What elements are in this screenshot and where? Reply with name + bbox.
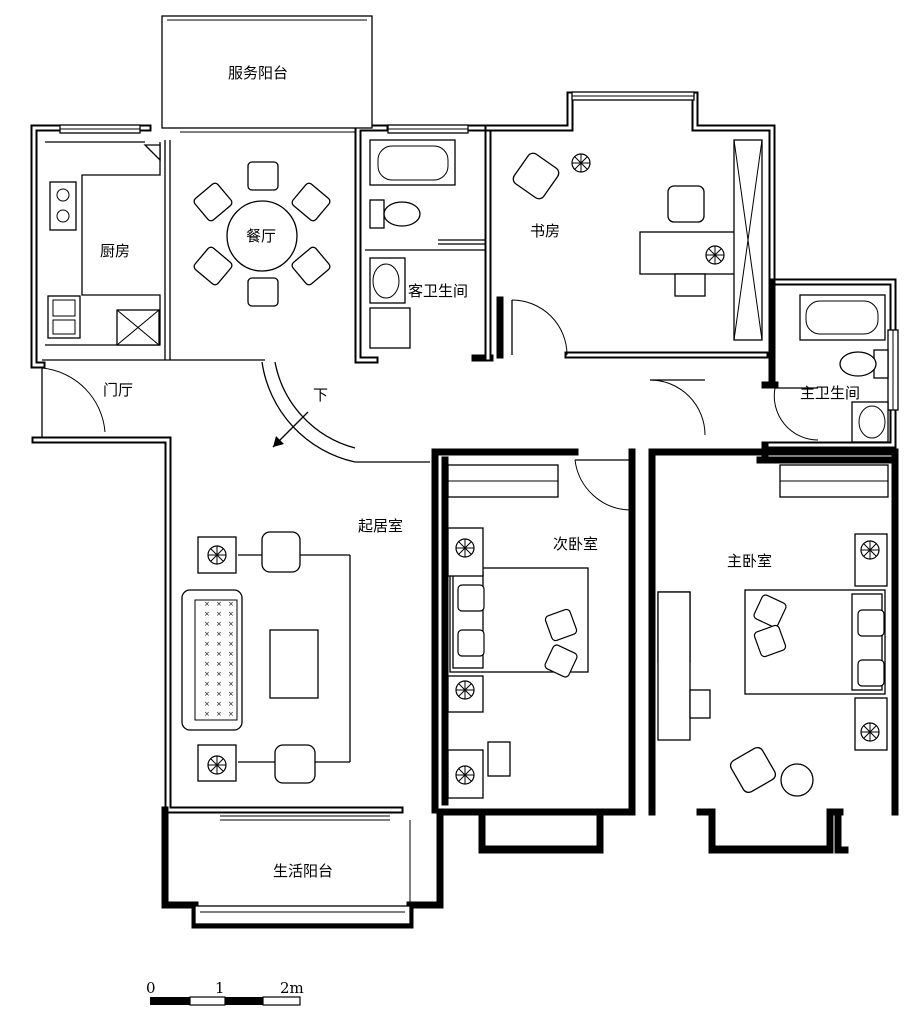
scale-segment-3 (225, 997, 263, 1005)
sofa-pattern-mark: × (228, 660, 234, 668)
sofa-pattern-mark: × (228, 710, 234, 718)
kitchen-fixtures (45, 141, 161, 346)
pillow-icon (753, 624, 787, 658)
doors (41, 140, 819, 511)
lamp-icon (207, 755, 227, 775)
sofa-pattern-mark: × (204, 630, 210, 638)
sofa-pattern-mark: × (228, 620, 234, 628)
scale-segment-4 (262, 996, 301, 1006)
lamp-icon (571, 153, 591, 173)
sofa-pattern-mark: × (228, 640, 234, 648)
label-dining: 餐厅 (246, 227, 276, 245)
sofa-pattern-mark: × (228, 600, 234, 608)
windows (59, 15, 899, 925)
pillow-icon (457, 629, 485, 657)
sofa-pattern-mark: × (216, 710, 222, 718)
label-foyer: 门厅 (103, 381, 133, 399)
guest-bath-fixtures (365, 139, 485, 349)
scale-bar: 0 1 2m (146, 979, 304, 1006)
sofa-pattern-mark: × (216, 610, 222, 618)
sofa-pattern-mark: × (204, 620, 210, 628)
scale-tick-1: 1 (215, 979, 225, 997)
sofa-pattern-mark: × (204, 610, 210, 618)
label-master-bath: 主卫生间 (800, 384, 860, 402)
pillow-icon (457, 584, 485, 612)
sofa-pattern-mark: × (204, 670, 210, 678)
sofa-pattern-mark: × (228, 630, 234, 638)
pillow-icon (857, 609, 885, 637)
sofa-pattern-mark: × (228, 670, 234, 678)
label-study: 书房 (530, 222, 560, 240)
label-living-balcony: 生活阳台 (273, 862, 333, 880)
sofa-pattern-mark: × (204, 600, 210, 608)
label-living: 起居室 (358, 517, 403, 535)
pillow-icon (544, 644, 578, 678)
scale-segment-1 (150, 997, 190, 1005)
dining-set (193, 161, 331, 307)
master-bath-fixtures (799, 294, 889, 443)
sofa-pattern-mark: × (216, 600, 222, 608)
sofa-pattern-mark: × (216, 690, 222, 698)
lamp-icon (860, 722, 880, 742)
sofa-pattern-mark: × (216, 660, 222, 668)
sofa-pattern-mark: × (204, 690, 210, 698)
sofa-pattern-mark: × (228, 680, 234, 688)
sofa-pattern-mark: × (216, 630, 222, 638)
pillow-icon (857, 659, 885, 687)
label-second-bedroom: 次卧室 (553, 535, 598, 553)
label-guest-bath: 客卫生间 (408, 282, 468, 300)
lamps (207, 153, 880, 785)
sofa-pattern-mark: × (216, 670, 222, 678)
lamp-icon (705, 245, 725, 265)
scale-tick-0: 0 (146, 979, 156, 997)
sofa-pattern-mark: × (204, 710, 210, 718)
pillow-icon (544, 608, 578, 642)
label-down: 下 (313, 386, 328, 404)
sofa-pattern-mark: × (204, 680, 210, 688)
sofa-pattern-mark: × (216, 650, 222, 658)
sofa-pattern-mark: × (216, 640, 222, 648)
sofa-pattern-mark: × (216, 680, 222, 688)
lamp-icon (455, 538, 475, 558)
label-master-bedroom: 主卧室 (727, 552, 772, 570)
lamp-icon (207, 545, 227, 565)
lamp-icon (455, 765, 475, 785)
sofa-pattern-mark: × (228, 700, 234, 708)
study-furniture (512, 139, 763, 341)
label-service-balcony: 服务阳台 (228, 64, 288, 82)
pillow-icon (753, 594, 787, 628)
label-kitchen: 厨房 (100, 242, 130, 260)
sofa-pattern-mark: × (204, 640, 210, 648)
sofa-pattern-mark: × (216, 620, 222, 628)
sofa-pattern-mark: × (204, 660, 210, 668)
sofa-pattern-mark: × (204, 700, 210, 708)
sofa-pattern-mark: × (216, 700, 222, 708)
cushions: × × × × × × × × × × × × × × × × × × × × × × × × × × × × × × × × × × × × (204, 584, 885, 718)
scale-segment-2 (189, 996, 226, 1006)
living-furniture (181, 531, 351, 784)
scale-tick-2: 2m (280, 979, 304, 997)
sofa-pattern-mark: × (228, 610, 234, 618)
walls (30, 91, 899, 929)
lamp-icon (860, 540, 880, 560)
lamp-icon (455, 680, 475, 700)
sofa-pattern-mark: × (204, 650, 210, 658)
room-labels: 服务阳台 厨房 餐厅 客卫生间 书房 门厅 下 主卫生间 起居室 次卧室 主卧室… (100, 64, 860, 880)
sofa-pattern-mark: × (228, 650, 234, 658)
sofa-pattern-mark: × (228, 690, 234, 698)
